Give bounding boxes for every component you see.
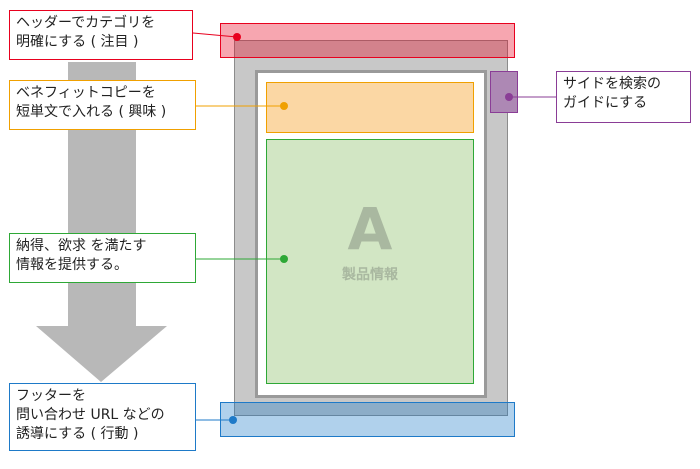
footer-note-line1: フッターを: [16, 388, 86, 404]
placeholder-caption: 製品情報: [342, 267, 398, 283]
footer-note-line2: 問い合わせ URL などの: [16, 407, 165, 423]
benefit-note-line2: 短単文で入れる ( 興味 ): [16, 104, 167, 120]
content-region: [266, 139, 474, 384]
header-note-line2: 明確にする ( 注目 ): [16, 34, 139, 50]
benefit-note-line1: ベネフィットコピーを: [16, 85, 156, 101]
side-region: [490, 71, 518, 113]
header-note: ヘッダーでカテゴリを 明確にする ( 注目 ): [9, 10, 193, 60]
footer-region: [220, 402, 515, 437]
footer-note-line3: 誘導にする ( 行動 ): [16, 426, 139, 442]
side-note-line2: ガイドにする: [563, 95, 648, 111]
side-note-line1: サイドを検索の: [563, 76, 661, 92]
header-region: [220, 23, 515, 58]
content-note: 納得、欲求 を満たす 情報を提供する。: [9, 233, 196, 283]
header-note-line1: ヘッダーでカテゴリを: [16, 15, 156, 31]
content-note-line1: 納得、欲求 を満たす: [16, 238, 147, 254]
benefit-region: [266, 82, 474, 133]
placeholder-letter: A: [347, 195, 393, 263]
benefit-note: ベネフィットコピーを 短単文で入れる ( 興味 ): [9, 80, 196, 130]
content-note-line2: 情報を提供する。: [16, 257, 128, 273]
footer-note: フッターを 問い合わせ URL などの 誘導にする ( 行動 ): [9, 383, 196, 451]
side-note: サイドを検索の ガイドにする: [556, 71, 691, 123]
